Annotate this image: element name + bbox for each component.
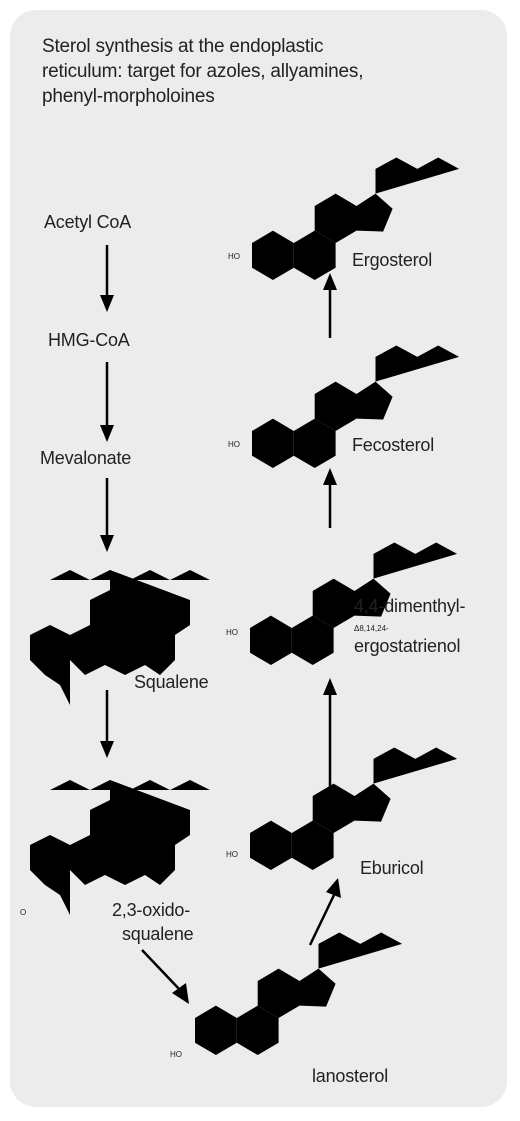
- label-ho-ergosterol: HO: [228, 252, 240, 261]
- label-fecosterol: Fecosterol: [352, 435, 435, 455]
- label-dimethyl-line1: 4,4-dimenthyl-: [354, 596, 466, 616]
- label-mevalonate: Mevalonate: [40, 448, 132, 468]
- title-line-2: reticulum: target for azoles, allyamines…: [42, 61, 364, 82]
- arrow-diagonal-icon: [141, 949, 189, 1004]
- arrow-up-icon: [323, 468, 337, 528]
- label-ho-dimethyl: HO: [226, 628, 238, 637]
- label-ho-fecosterol: HO: [228, 440, 240, 449]
- label-oxidosqualene-line2: squalene: [122, 924, 194, 944]
- arrow-diagonal-icon: [308, 878, 341, 946]
- arrow-down-icon: [100, 245, 114, 312]
- label-o-oxidosqualene: O: [20, 908, 27, 917]
- arrow-down-icon: [100, 362, 114, 442]
- label-acetyl-coa: Acetyl CoA: [44, 212, 132, 232]
- oxidosqualene-structure: [30, 775, 225, 915]
- label-squalene: Squalene: [134, 672, 209, 692]
- label-dimethyl-line2: Δ8,14,24-: [354, 624, 389, 633]
- label-ho-lanosterol: HO: [170, 1050, 182, 1059]
- arrow-down-icon: [100, 478, 114, 552]
- label-ergosterol: Ergosterol: [352, 250, 433, 270]
- label-hmg-coa: HMG-CoA: [48, 330, 130, 350]
- label-ho-eburicol: HO: [226, 850, 238, 859]
- arrow-up-icon: [323, 273, 337, 338]
- title-line-3: phenyl-morpholoines: [42, 86, 215, 107]
- label-lanosterol: lanosterol: [312, 1066, 389, 1086]
- label-eburicol: Eburicol: [360, 858, 424, 878]
- label-oxidosqualene-line1: 2,3-oxido-: [112, 900, 191, 920]
- arrow-up-icon: [323, 678, 337, 800]
- title-line-1: Sterol synthesis at the endoplastic: [42, 36, 324, 57]
- arrow-down-icon: [100, 690, 114, 758]
- lanosterol-structure: [195, 921, 423, 1072]
- diagram-title: Sterol synthesis at the endoplastic reti…: [42, 34, 502, 109]
- label-dimethyl-line3: ergostatrienol: [354, 636, 461, 656]
